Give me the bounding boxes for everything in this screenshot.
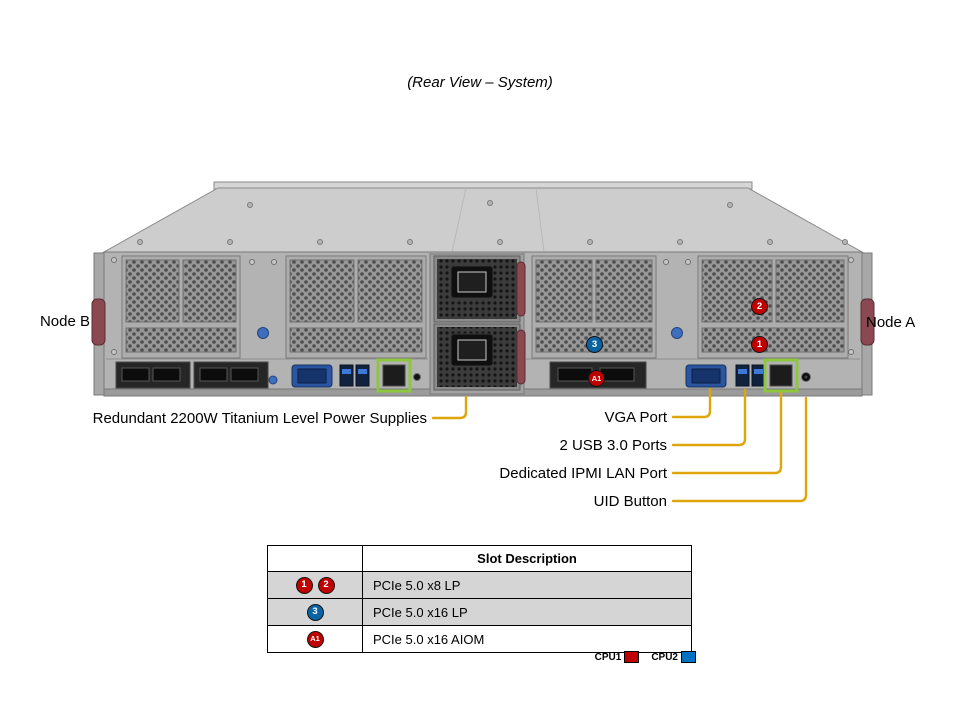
node-b-label: Node B — [39, 313, 90, 330]
callout-line-uid — [671, 396, 808, 503]
ipmi-lan-port-node-a — [763, 358, 799, 393]
power-supply-top — [433, 255, 521, 323]
callout-line-vga — [671, 387, 712, 419]
legend-cpu2-label: CPU2 — [651, 651, 678, 663]
thumbscrew — [671, 327, 683, 339]
uid-button-node-a — [801, 372, 811, 382]
table-row: A1 PCIe 5.0 x16 AIOM — [268, 625, 691, 652]
psu-latch-bottom — [516, 329, 526, 385]
table-header-badge-cell — [268, 546, 363, 571]
cpu1-color-swatch — [624, 651, 640, 663]
cpu-legend: CPU1 CPU2 — [595, 651, 696, 663]
callout-line-psu — [431, 395, 468, 420]
slot-description-table: Slot Description 1 2 PCIe 5.0 x8 LP 3 PC… — [267, 545, 692, 653]
table-row: 3 PCIe 5.0 x16 LP — [268, 598, 691, 625]
pcie-slot-vent — [775, 259, 845, 323]
pcie-slot-vent — [357, 259, 423, 323]
left-latch-handle — [91, 298, 106, 346]
pcie-slot-vent — [595, 259, 653, 323]
pcie-slot-vent — [289, 259, 355, 323]
table-badge-1: 1 — [295, 576, 313, 594]
callout-uid-label: UID Button — [593, 493, 667, 510]
power-supply-bay — [429, 253, 526, 395]
table-badge-2: 2 — [317, 576, 335, 594]
page-title: (Rear View – System) — [407, 74, 553, 91]
slot-badge-a1: A1 — [588, 370, 605, 387]
node-a-label: Node A — [866, 314, 916, 331]
callout-ipmi-label: Dedicated IPMI LAN Port — [499, 465, 667, 482]
power-supply-bottom — [433, 323, 521, 391]
psu-latch-top — [516, 261, 526, 317]
node-a-panel — [531, 255, 854, 393]
cpu2-color-swatch — [681, 651, 696, 663]
thumbscrew — [257, 327, 269, 339]
callout-line-ipmi — [671, 391, 783, 475]
aiom-slots-node-b — [115, 361, 269, 389]
pcie-slot-vent — [182, 259, 237, 323]
table-row-description: PCIe 5.0 x16 LP — [373, 604, 468, 620]
slot-badge-2: 2 — [751, 298, 768, 315]
uid-button-node-b — [413, 373, 421, 381]
chassis-lid — [102, 181, 864, 253]
vga-port-node-a — [685, 364, 727, 388]
table-row: 1 2 PCIe 5.0 x8 LP — [268, 571, 691, 598]
right-latch-handle — [860, 298, 875, 346]
usb-ports-node-b — [339, 364, 370, 387]
table-header-title: Slot Description — [477, 551, 577, 566]
legend-cpu1-label: CPU1 — [594, 651, 622, 663]
callout-line-usb — [671, 388, 747, 447]
legend-cpu1: CPU1 — [595, 651, 640, 663]
callout-usb-label: 2 USB 3.0 Ports — [559, 437, 667, 454]
table-row-description: PCIe 5.0 x16 AIOM — [373, 631, 485, 647]
table-badge-3: 3 — [306, 603, 324, 621]
thumbscrew — [268, 375, 278, 385]
pcie-slot-vent — [125, 259, 180, 323]
slot-badge-1: 1 — [751, 336, 768, 353]
table-header-row: Slot Description — [268, 546, 691, 571]
ipmi-lan-port-node-b — [376, 358, 412, 393]
table-badge-a1: A1 — [306, 630, 324, 648]
legend-cpu2: CPU2 — [651, 651, 696, 663]
vga-port-node-b — [291, 364, 333, 388]
callout-psu-label: Redundant 2200W Titanium Level Power Sup… — [92, 410, 427, 427]
callout-vga-label: VGA Port — [604, 409, 667, 426]
node-b-panel — [111, 255, 427, 393]
slot-badge-3: 3 — [586, 336, 603, 353]
table-row-description: PCIe 5.0 x8 LP — [373, 577, 461, 593]
aiom-slot-node-a — [549, 361, 647, 389]
pcie-slot-vent — [535, 259, 593, 323]
